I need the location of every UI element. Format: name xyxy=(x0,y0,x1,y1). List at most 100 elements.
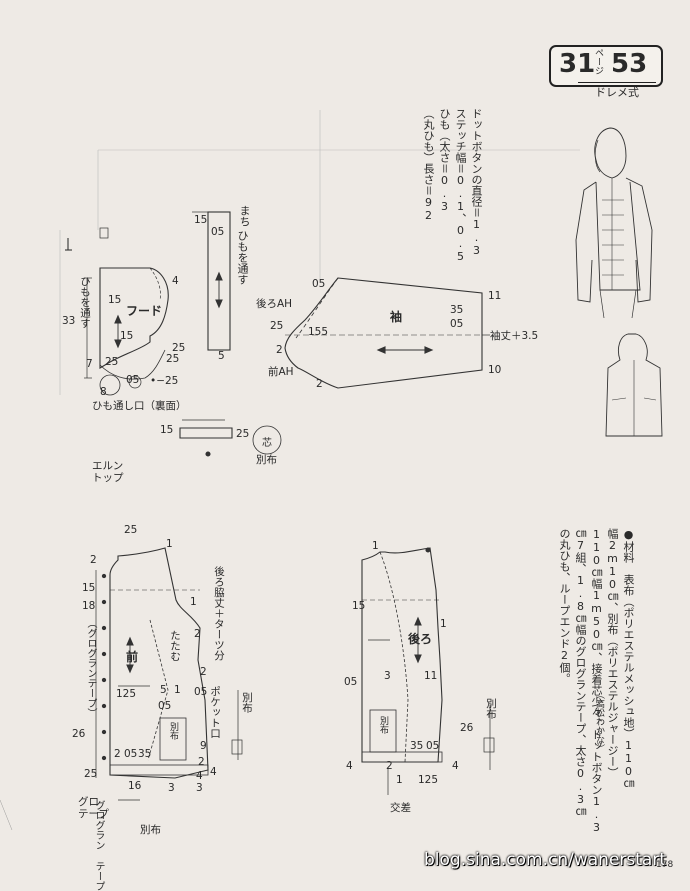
front-grosgrain-3: グログラン テープ xyxy=(93,800,104,891)
hood-corner-4: 4 xyxy=(172,275,179,287)
sleeve-back-ah: 後ろAH xyxy=(256,298,293,310)
sleeve-name: 袖 xyxy=(390,310,403,324)
back-n3: 3 xyxy=(384,670,391,682)
patch-radius: 25 xyxy=(236,428,250,440)
sleeve-right-35: 35 xyxy=(450,304,464,316)
front-n2-left: 2 xyxy=(90,554,97,566)
back-n4b: 4 xyxy=(452,760,459,772)
materials-credit: （高松わかな） xyxy=(594,690,604,753)
sleeve-cap-2a: 2 xyxy=(276,344,283,356)
hood-tie-label: ひもを通す xyxy=(79,276,91,329)
sleeve-top-right: 11 xyxy=(488,290,502,302)
front-back-note: 後ろ脇丈＋ターツ分 xyxy=(213,566,225,661)
front-n1b: 1 xyxy=(174,684,181,696)
front-n25-top: 25 xyxy=(124,524,138,536)
hood-bot-05: 05 xyxy=(126,374,140,386)
jacket-illustration xyxy=(575,127,663,437)
front-n2b: 2 xyxy=(200,666,207,678)
front-fabric-2: 別布 xyxy=(140,824,161,836)
materials-line4: ㎝7組、1.8㎝幅のグログランテープ、太さ0.3㎝ xyxy=(574,528,587,817)
front-n2a: 2 xyxy=(194,628,201,640)
blog-watermark: blog.sina.com.cn/wanerstart xyxy=(424,850,666,870)
back-n1: 1 xyxy=(372,540,379,552)
sleeve-cap-05: 05 xyxy=(312,278,326,290)
front-n05a: 05 xyxy=(194,686,208,698)
note-button-diameter: ドットボタンの直径＝1.3 xyxy=(470,108,483,257)
front-n26: 26 xyxy=(72,728,86,740)
hood-bot-minus25: •−25 xyxy=(150,375,179,387)
hood-corner-25a: 25 xyxy=(172,342,186,354)
tie-strip-piece xyxy=(192,211,231,351)
note-stitch-width: ステッチ幅＝0.1、0.5 xyxy=(454,108,467,263)
back-n1b: 1 xyxy=(396,774,403,786)
page-number: 178 xyxy=(656,860,674,870)
front-grosgrain-2: グロ テープ xyxy=(78,796,109,820)
front-n1a: 1 xyxy=(190,596,197,608)
front-n5: 5 xyxy=(160,684,167,696)
back-fabric-patch: 別布 xyxy=(378,716,388,734)
sleeve-right-05: 05 xyxy=(450,318,464,330)
sleeve-front-ah: 前AH xyxy=(268,366,294,378)
front-n3a: 3 xyxy=(168,782,175,794)
page-word: ページ xyxy=(593,48,603,75)
note-tie-thickness: ひも（太さ＝0.3 xyxy=(438,108,451,213)
back-n2: 2 xyxy=(386,760,393,772)
back-n05b: 05 xyxy=(426,740,440,752)
back-n15: 15 xyxy=(352,600,366,612)
back-n125: 125 xyxy=(418,774,439,786)
hood-bot-8: 8 xyxy=(100,386,107,398)
materials-line5: の丸ひも、ループエンド2個。 xyxy=(558,528,571,684)
sleeve-piece xyxy=(284,277,490,389)
tie-strip-label: ひもを通す xyxy=(236,230,249,285)
patch-interfacing: 芯 xyxy=(262,438,272,449)
back-n35: 35 xyxy=(410,740,424,752)
front-n4-bot: 4 xyxy=(196,770,203,782)
patch-piece xyxy=(179,419,282,457)
front-n25-bot: 25 xyxy=(84,768,98,780)
item-number: 53 xyxy=(611,49,648,79)
back-fabric: 別布 xyxy=(485,698,497,719)
note-tie-length: （丸ひも）長さ＝92 xyxy=(422,108,435,222)
front-n3b: 3 xyxy=(196,782,203,794)
back-n11: 11 xyxy=(424,670,438,682)
front-pocket: ポケット口 xyxy=(209,686,221,739)
front-n18: 18 xyxy=(82,600,96,612)
hood-name: フード xyxy=(126,304,163,318)
hood-corner-25b: 25 xyxy=(166,353,180,365)
hood-top-gap: 15 xyxy=(108,294,122,306)
front-n35: 35 xyxy=(138,748,152,760)
materials-line3: 110㎝幅1m50㎝、接着芯少々、ドットボタン1.3 xyxy=(590,528,603,834)
front-n4: 4 xyxy=(210,766,217,778)
sleeve-bottom-right: 10 xyxy=(488,364,502,376)
hood-tie-hole: ひも通し口（裏面） xyxy=(92,400,187,412)
back-n05: 05 xyxy=(344,676,358,688)
front-n2c: 2 xyxy=(114,748,121,760)
front-fabric: 別布 xyxy=(241,692,253,713)
sleeve-cap-155: 155 xyxy=(308,326,329,338)
front-grosgrain: （グログランテープ） xyxy=(85,618,96,718)
pattern-number-badge: 31 ページ 53 xyxy=(549,45,663,87)
patch-width: 15 xyxy=(160,424,174,436)
sleeve-length-note: 袖丈＋3.5 xyxy=(490,330,539,342)
style-name: ドレメ式 xyxy=(578,82,656,100)
front-n05c: 05 xyxy=(124,748,138,760)
hood-elastic-label: エルン トップ xyxy=(92,460,124,484)
tie-strip-top: 15 xyxy=(194,214,208,226)
front-name: 前 xyxy=(126,650,139,664)
hood-left-7: 7 xyxy=(86,358,93,370)
back-n4a: 4 xyxy=(346,760,353,772)
sleeve-cap-25: 25 xyxy=(270,320,284,332)
back-n1c: 1 xyxy=(440,618,447,630)
tie-strip-bottom: 5 xyxy=(218,350,225,362)
front-n05b: 05 xyxy=(158,700,172,712)
back-name: 後ろ xyxy=(408,632,433,646)
materials-line2: 幅2m10㎝、別布（ポリエステルジャージー） xyxy=(606,528,619,778)
front-n125: 125 xyxy=(116,688,137,700)
hood-v15: 15 xyxy=(120,330,134,342)
front-bodice-piece xyxy=(95,547,243,801)
tie-strip-machi: まち xyxy=(238,205,251,227)
hood-left-25: 25 xyxy=(105,356,119,368)
front-fabric-patch: 別布 xyxy=(168,722,178,740)
